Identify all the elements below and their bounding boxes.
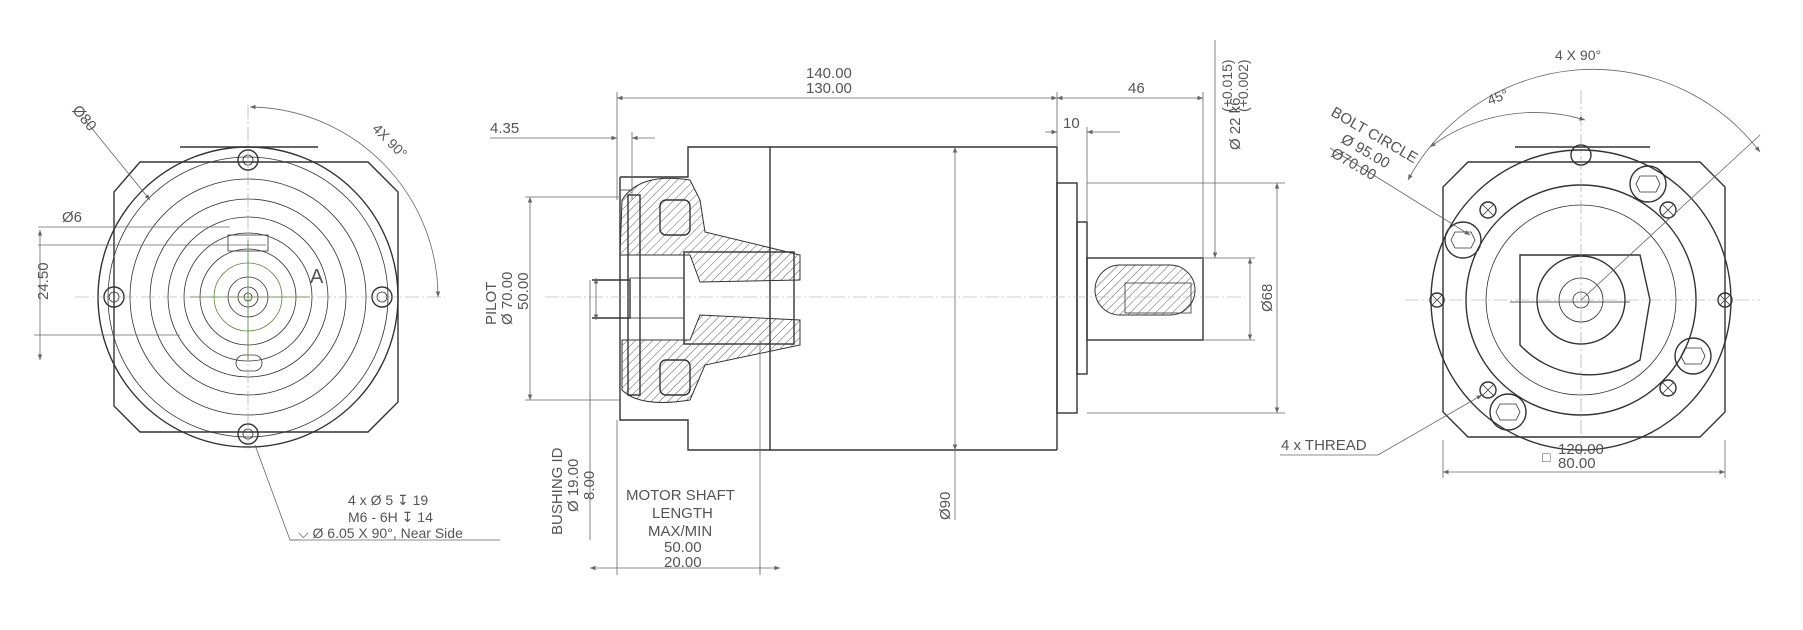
side-dim-130: 130.00 bbox=[806, 80, 852, 97]
rear-dim-45: 45° bbox=[1485, 86, 1510, 108]
front-dim-24-50: 24.50 bbox=[35, 262, 52, 300]
rear-dim-80: 80.00 bbox=[1558, 455, 1596, 472]
output-shaft bbox=[1086, 257, 1204, 341]
front-dim-4x90: 4X 90° bbox=[369, 120, 410, 161]
side-pilot-label: PILOT bbox=[483, 282, 500, 325]
side-dim-90: Ø90 bbox=[937, 492, 954, 520]
front-view: Ø80 4X 90° Ø6 24.50 A 4 x Ø 5 ↧ 19 M6 - … bbox=[34, 102, 500, 541]
rear-view: 4 X 90° 45° BOLT CIRCLE Ø 95.00 Ø70.00 4… bbox=[1280, 47, 1761, 478]
rear-thread-label: 4 x THREAD bbox=[1281, 437, 1367, 454]
side-bushing-dia8: 8.00 bbox=[581, 471, 598, 500]
side-dim-4-35: 4.35 bbox=[490, 120, 519, 137]
side-pilot-dia70: Ø 70.00 bbox=[499, 272, 516, 325]
rear-dim-120: 120.00 bbox=[1558, 441, 1604, 458]
side-pilot-dia50: 50.00 bbox=[515, 272, 532, 310]
side-dim-shaft: Ø 22 k6 bbox=[1227, 97, 1244, 150]
side-dim-tol-lower: (+0.002) bbox=[1235, 59, 1251, 112]
front-note-line2: M6 - 6H ↧ 14 bbox=[348, 509, 433, 525]
side-view: 140.00 130.00 4.35 46 10 (+0.015) (+0.00… bbox=[483, 40, 1285, 575]
section-cutaway bbox=[619, 177, 801, 283]
side-motor-shaft-line2: LENGTH bbox=[652, 505, 713, 522]
side-dim-68: Ø68 bbox=[1259, 284, 1276, 312]
rear-square-symbol: □ bbox=[1542, 449, 1551, 465]
side-motor-shaft-min: 20.00 bbox=[664, 554, 702, 571]
rear-housing-outline bbox=[1442, 161, 1726, 438]
side-dim-46: 46 bbox=[1128, 80, 1145, 97]
front-note-line1: 4 x Ø 5 ↧ 19 bbox=[348, 492, 428, 508]
rear-dim-4x90: 4 X 90° bbox=[1555, 47, 1601, 63]
side-dim-140: 140.00 bbox=[806, 65, 852, 82]
front-dim-dia80: Ø80 bbox=[69, 102, 100, 135]
side-motor-shaft-max: 50.00 bbox=[664, 539, 702, 556]
side-dim-tol-upper: (+0.015) bbox=[1219, 59, 1235, 112]
side-motor-shaft-line1: MOTOR SHAFT bbox=[626, 487, 735, 504]
side-dim-10: 10 bbox=[1063, 115, 1080, 132]
side-bushing-dia19: Ø 19.00 bbox=[565, 459, 582, 512]
side-motor-shaft-line3: MAX/MIN bbox=[648, 523, 712, 540]
front-note-line3: ⌵ Ø 6.05 X 90°, Near Side bbox=[298, 525, 463, 541]
front-dim-dia6: Ø6 bbox=[62, 209, 82, 226]
front-datum-a: A bbox=[310, 266, 324, 288]
side-bushing-label: BUSHING ID bbox=[549, 447, 566, 535]
